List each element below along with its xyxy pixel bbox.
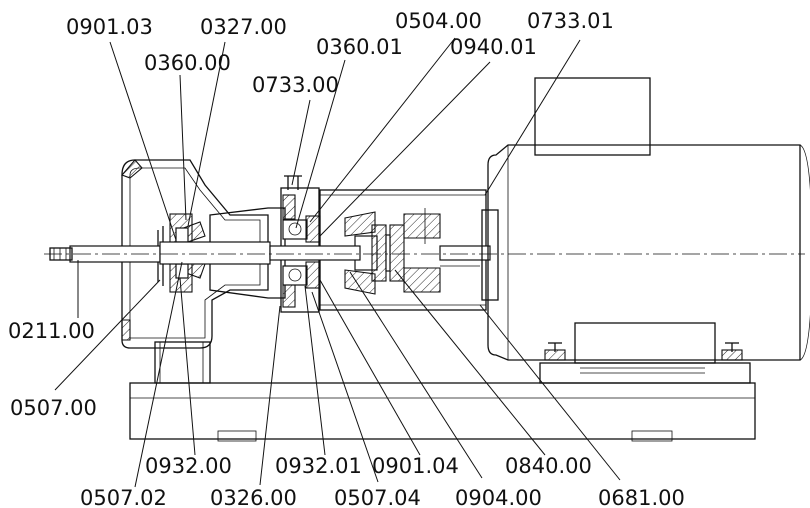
electric-motor bbox=[481, 77, 810, 384]
leader-lines bbox=[54, 37, 621, 488]
part-label-0504-00: 0504.00 bbox=[395, 9, 482, 33]
part-label-0901-04: 0901.04 bbox=[372, 454, 459, 478]
part-label-0360-00: 0360.00 bbox=[144, 51, 231, 75]
pump-shaft bbox=[49, 241, 491, 267]
part-label-0932-01: 0932.01 bbox=[275, 454, 362, 478]
part-label-0932-00: 0932.00 bbox=[145, 454, 232, 478]
part-label-0733-01: 0733.01 bbox=[527, 9, 614, 33]
part-label-0940-01: 0940.01 bbox=[450, 35, 537, 59]
part-label-0681-00: 0681.00 bbox=[598, 486, 685, 508]
part-labels: 0901.03 0327.00 0504.00 0733.01 0360.00 … bbox=[8, 9, 685, 508]
part-label-0901-03: 0901.03 bbox=[66, 15, 153, 39]
part-label-0507-02: 0507.02 bbox=[80, 486, 167, 508]
pump-foot bbox=[154, 341, 211, 384]
part-label-0326-00: 0326.00 bbox=[210, 486, 297, 508]
part-label-0507-04: 0507.04 bbox=[334, 486, 421, 508]
part-label-0327-00: 0327.00 bbox=[200, 15, 287, 39]
part-label-0733-00: 0733.00 bbox=[252, 73, 339, 97]
part-label-0360-01: 0360.01 bbox=[316, 35, 403, 59]
coupling bbox=[344, 208, 441, 295]
part-label-0211-00: 0211.00 bbox=[8, 319, 95, 343]
baseplate bbox=[129, 382, 756, 442]
part-label-0507-00: 0507.00 bbox=[10, 396, 97, 420]
part-label-0840-00: 0840.00 bbox=[505, 454, 592, 478]
part-label-0904-00: 0904.00 bbox=[455, 486, 542, 508]
